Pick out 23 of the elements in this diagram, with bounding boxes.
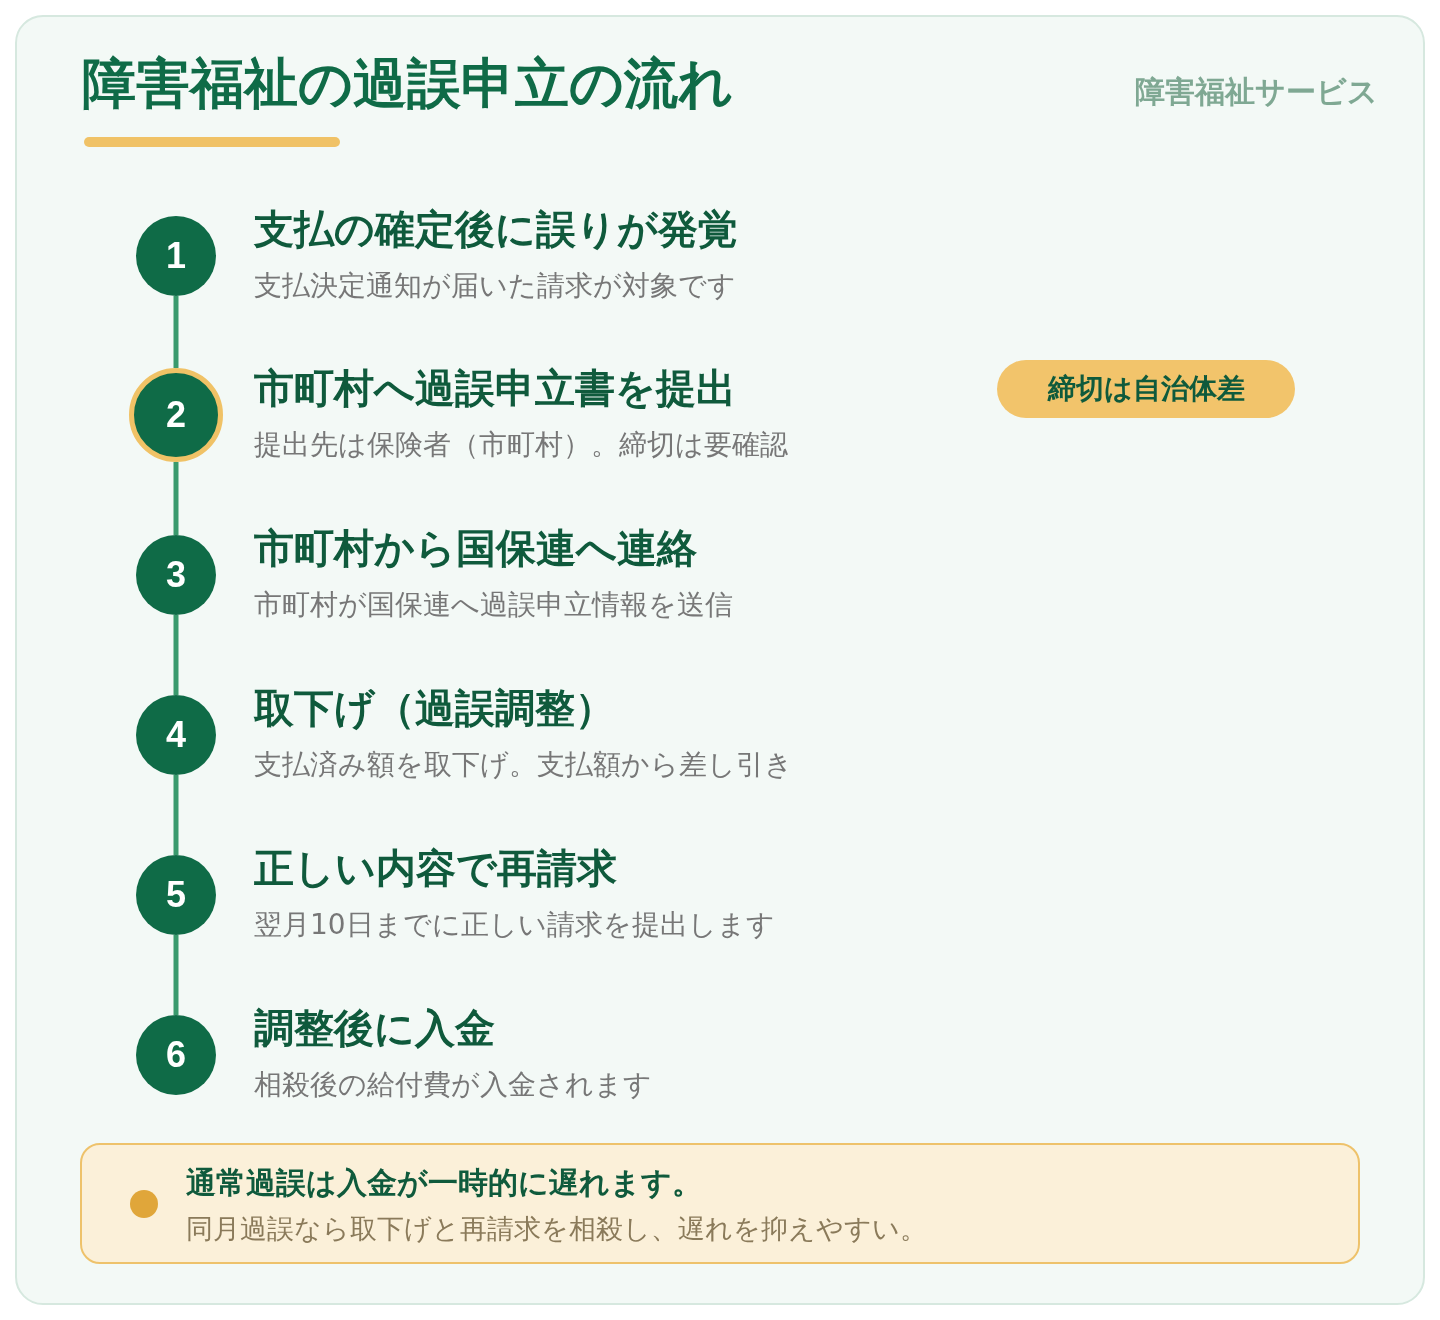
deadline-badge: 締切は自治体差: [997, 360, 1295, 418]
timeline-connector: [173, 615, 179, 695]
step-description: 支払決定通知が届いた請求が対象です: [254, 269, 736, 303]
category-label: 障害福祉サービス: [1134, 73, 1378, 111]
step-description: 市町村が国保連へ過誤申立情報を送信: [254, 588, 733, 622]
note-heading: 通常過誤は入金が一時的に遅れます。: [186, 1164, 702, 1202]
timeline-connector: [173, 296, 179, 368]
step-title: 市町村へ過誤申立書を提出: [254, 364, 736, 412]
step-description: 相殺後の給付費が入金されます: [254, 1068, 652, 1102]
step-title: 調整後に入金: [254, 1004, 495, 1052]
step-title: 市町村から国保連へ連絡: [254, 524, 697, 572]
timeline-connector: [173, 462, 179, 535]
title: 障害福祉の過誤申立の流れ: [82, 52, 733, 117]
step-title: 支払の確定後に誤りが発覚: [254, 205, 738, 253]
step-description: 翌月10日までに正しい請求を提出します: [254, 908, 775, 942]
note-text: 同月過誤なら取下げと再請求を相殺し、遅れを抑えやすい。: [186, 1212, 927, 1246]
step-description: 提出先は保険者（市町村）。締切は要確認: [254, 428, 788, 462]
step-description: 支払済み額を取下げ。支払額から差し引き: [254, 748, 793, 782]
note-panel: [80, 1143, 1360, 1264]
timeline-connector: [173, 775, 179, 855]
step-title: 取下げ（過誤調整）: [254, 684, 615, 732]
step-title: 正しい内容で再請求: [254, 844, 617, 892]
timeline-connector: [173, 935, 179, 1015]
